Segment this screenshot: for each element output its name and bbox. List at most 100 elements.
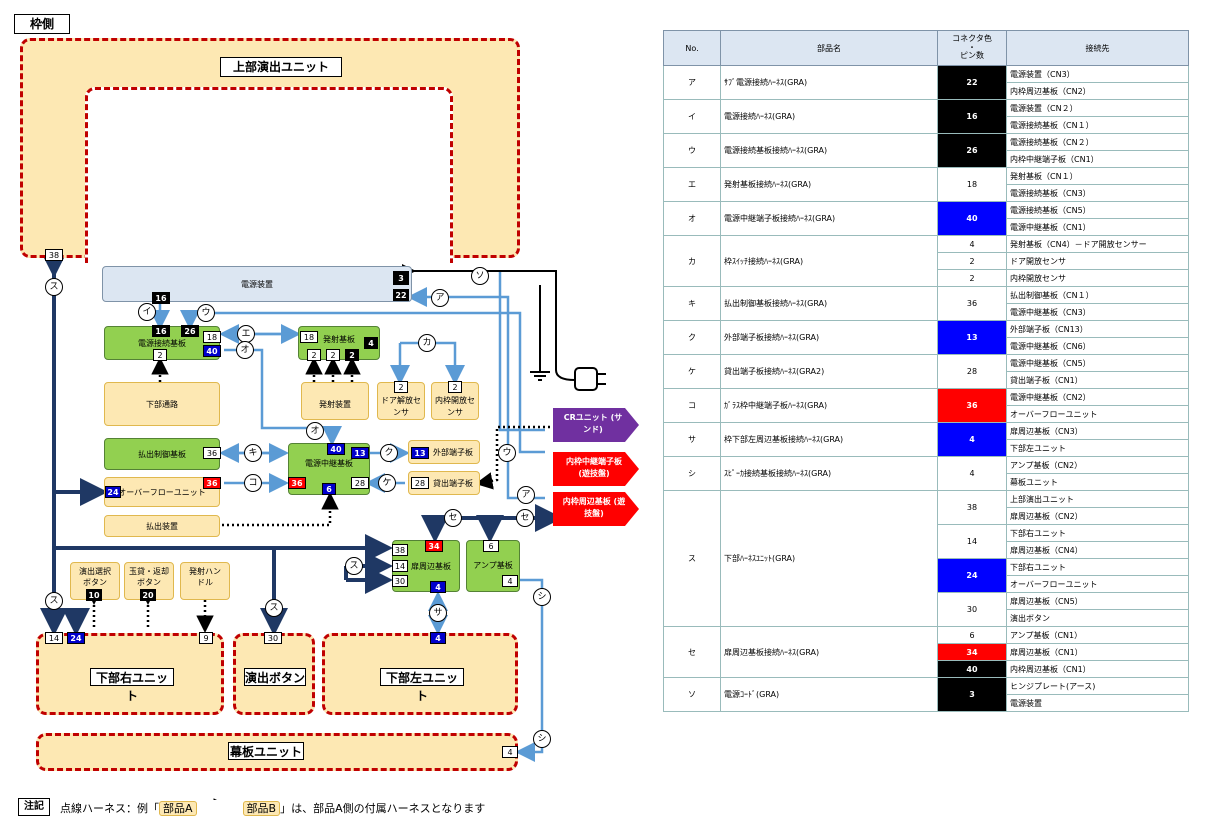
row-destination: ドア開放センサ (1006, 252, 1189, 270)
row-destination: 内枠周辺基板（CN2） (1006, 82, 1189, 100)
row-pin-count: 28 (937, 354, 1007, 389)
row-destination: 電源装置（CN２） (1006, 99, 1189, 117)
row-part-name: 電源中継端子板接続ﾊｰﾈｽ(GRA) (720, 201, 938, 236)
lower-left-unit-label: 下部左ユニット (380, 668, 464, 703)
row-destination: 内枠周辺基板（CN1） (1006, 660, 1189, 678)
external-shapes (553, 408, 639, 526)
row-part-name: 枠ｽｲｯﾁ接続ﾊｰﾈｽ(GRA) (720, 235, 938, 287)
row-destination: ヒンジプレート(アース) (1006, 677, 1189, 695)
tag-ku: ク (380, 444, 398, 462)
row-pin-count: 40 (937, 201, 1007, 236)
row-no: ケ (663, 354, 721, 389)
de-pin-14: 14 (392, 560, 408, 572)
power-relay-board-label: 電源中継基板 (305, 459, 353, 468)
row-pin-count: 34 (937, 643, 1007, 661)
fb-pin-2a: 2 (307, 349, 321, 361)
rl-pin-40: 40 (327, 443, 345, 455)
row-destination: 電源接続基板（CN3） (1006, 184, 1189, 202)
row-destination: 下部右ユニット (1006, 524, 1189, 542)
row-pin-count: 40 (937, 660, 1007, 678)
col-no: No. (663, 30, 721, 66)
row-no: セ (663, 626, 721, 678)
power-connection-board-label: 電源接続基板 (138, 339, 186, 348)
row-destination: 下部左ユニット (1006, 439, 1189, 457)
row-pin-count: 2 (937, 252, 1007, 270)
amp-pin-6: 6 (483, 540, 499, 552)
tag-shi-bottom: シ (533, 730, 551, 748)
pc-pin-40: 40 (203, 345, 221, 357)
row-no: ス (663, 490, 721, 627)
lr-pin-24: 24 (67, 632, 85, 644)
fire-board-label: 発射基板 (323, 335, 355, 344)
tag-o-bottom: オ (306, 422, 324, 440)
rl-pin-36: 36 (288, 477, 306, 489)
row-no: ク (663, 320, 721, 355)
lower-right-unit (36, 633, 224, 715)
row-no: ウ (663, 133, 721, 168)
row-destination: オーバーフローユニット (1006, 575, 1189, 593)
overflow-unit-label: オーバーフローユニット (118, 488, 206, 497)
row-pin-count: 3 (937, 677, 1007, 712)
cr-unit-shape (553, 408, 639, 442)
row-no: イ (663, 99, 721, 134)
row-destination: 貸出端子板（CN1） (1006, 371, 1189, 389)
pd-pin-16: 16 (152, 292, 170, 304)
wire-a-ext (498, 271, 545, 432)
rental-terminal-board-label: 貸出端子板 (433, 479, 473, 488)
row-destination: 電源接続基板（CN１） (1006, 116, 1189, 134)
row-no: オ (663, 201, 721, 236)
tag-su-mid: ス (265, 599, 283, 617)
row-pin-count: 4 (937, 422, 1007, 457)
row-part-name: 電源ｺｰﾄﾞ(GRA) (720, 677, 938, 712)
ds-pin-2: 2 (394, 381, 408, 393)
tag-se-left: セ (444, 509, 462, 527)
lower-passage: 下部通路 (104, 382, 220, 426)
wiring-diagram (40, 250, 606, 800)
note-prefix: 点線ハーネス：例「 (60, 802, 159, 815)
inner-relay-shape (553, 452, 639, 486)
note-part-b: 部品B (242, 801, 281, 816)
row-no: ア (663, 65, 721, 100)
note-part-a: 部品A (159, 801, 197, 816)
tag-ka: カ (418, 334, 436, 352)
row-destination: 内枠開放センサ (1006, 269, 1189, 287)
row-pin-count: 36 (937, 286, 1007, 321)
row-destination: 扉周辺基板（CN5） (1006, 592, 1189, 610)
rl-pin-28: 28 (351, 477, 369, 489)
row-no: シ (663, 456, 721, 491)
lower-right-unit-label: 下部右ユニット (90, 668, 174, 703)
cu-pin-4: 4 (502, 746, 518, 758)
row-destination: 電源中継基板（CN3） (1006, 303, 1189, 321)
de-pin-30: 30 (392, 575, 408, 587)
inner-edge-shape (553, 492, 639, 526)
tag-i: イ (138, 303, 156, 321)
tag-u-bottom: ウ (498, 444, 516, 462)
row-pin-count: 6 (937, 626, 1007, 644)
lower-left-unit (322, 633, 518, 715)
fb-pin-4: 4 (364, 337, 378, 349)
payout-device: 払出装置 (104, 515, 220, 537)
row-destination: 電源装置 (1006, 694, 1189, 712)
amp-board-label: アンプ基板 (473, 561, 513, 570)
rl-pin-6: 6 (322, 483, 336, 495)
row-part-name: ｽﾋﾟｰｶ接続基板接続ﾊｰﾈｽ(GRA) (720, 456, 938, 491)
tag-ke: ケ (378, 474, 396, 492)
row-no: サ (663, 422, 721, 457)
pc-pin-26: 26 (181, 325, 199, 337)
door-sensor-label: ドア解放センサ (381, 396, 421, 417)
row-pin-count: 22 (937, 65, 1007, 100)
note-label: 注記 (18, 798, 50, 816)
row-destination: 扉周辺基板（CN1） (1006, 643, 1189, 661)
row-destination: 電源中継基板（CN5） (1006, 354, 1189, 372)
light-wires (150, 271, 545, 762)
is-pin-2: 2 (448, 381, 462, 393)
row-pin-count: 4 (937, 235, 1007, 253)
inner-relay-board-label: 内枠中継端子板 (遊技盤) (566, 457, 622, 478)
row-no: キ (663, 286, 721, 321)
tag-su-left: ス (45, 592, 63, 610)
